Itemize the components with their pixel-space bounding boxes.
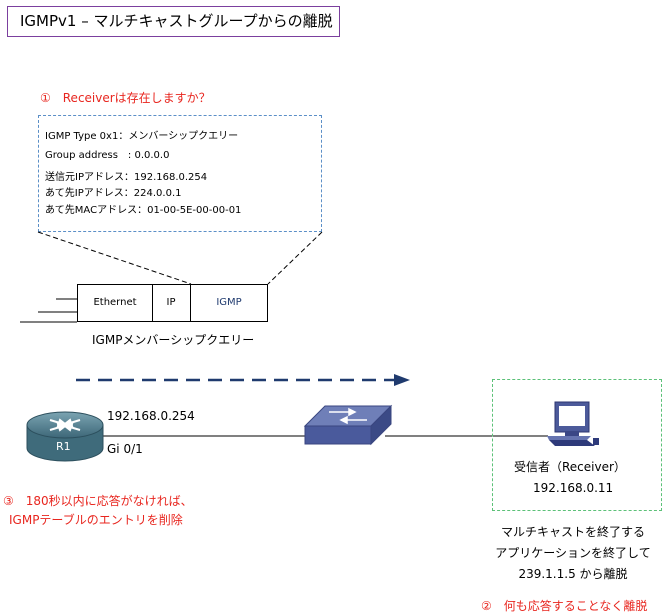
leave-line2: アプリケーションを終了して — [495, 546, 651, 560]
step3-line1: ③ 180秒以内に応答がなければ、 — [3, 494, 193, 508]
header-ip: IP — [152, 284, 191, 322]
query-info-box: IGMP Type 0x1：メンバーシップクエリー Group address … — [38, 115, 322, 232]
router-interface: Gi 0/1 — [107, 442, 143, 456]
router-icon — [26, 411, 104, 462]
leave-description: マルチキャストを終了する アプリケーションを終了して 239.1.1.5 から離… — [480, 522, 666, 585]
info-line-dst-mac: あて先MACアドレス：01-00-5E-00-00-01 — [45, 205, 242, 216]
receiver-box — [492, 379, 662, 511]
info-line-src-ip: 送信元IPアドレス：192.168.0.254 — [45, 172, 208, 183]
switch-icon — [303, 404, 393, 446]
step1-text: ① Receiverは存在しますか？ — [40, 91, 211, 105]
receiver-name: 受信者（Receiver） — [514, 460, 626, 474]
step2-text: ② 何も応答することなく離脱 — [481, 599, 648, 613]
router-name: R1 — [56, 440, 71, 453]
info-line-type: IGMP Type 0x1：メンバーシップクエリー — [45, 131, 239, 142]
info-line-group: Group address : 0.0.0.0 — [45, 150, 170, 161]
page-title: IGMPv1 – マルチキャストグループからの離脱 — [7, 6, 340, 37]
router-ip: 192.168.0.254 — [107, 409, 195, 423]
step3-line2: IGMPテーブルのエントリを削除 — [9, 513, 183, 527]
receiver-ip: 192.168.0.11 — [533, 481, 614, 495]
direction-arrow-head — [394, 374, 410, 386]
zoom-line-left — [37, 231, 192, 285]
header-igmp: IGMP — [190, 284, 268, 322]
step3-text: ③ 180秒以内に応答がなければ、 IGMPテーブルのエントリを削除 — [3, 492, 193, 530]
header-ethernet: Ethernet — [77, 284, 153, 322]
zoom-line-right — [267, 231, 323, 285]
query-label: IGMPメンバーシップクエリー — [92, 333, 255, 347]
leave-line3: 239.1.1.5 から離脱 — [518, 567, 628, 581]
computer-icon — [547, 401, 599, 446]
leave-line1: マルチキャストを終了する — [500, 525, 645, 539]
info-line-dst-ip: あて先IPアドレス：224.0.0.1 — [45, 188, 182, 199]
